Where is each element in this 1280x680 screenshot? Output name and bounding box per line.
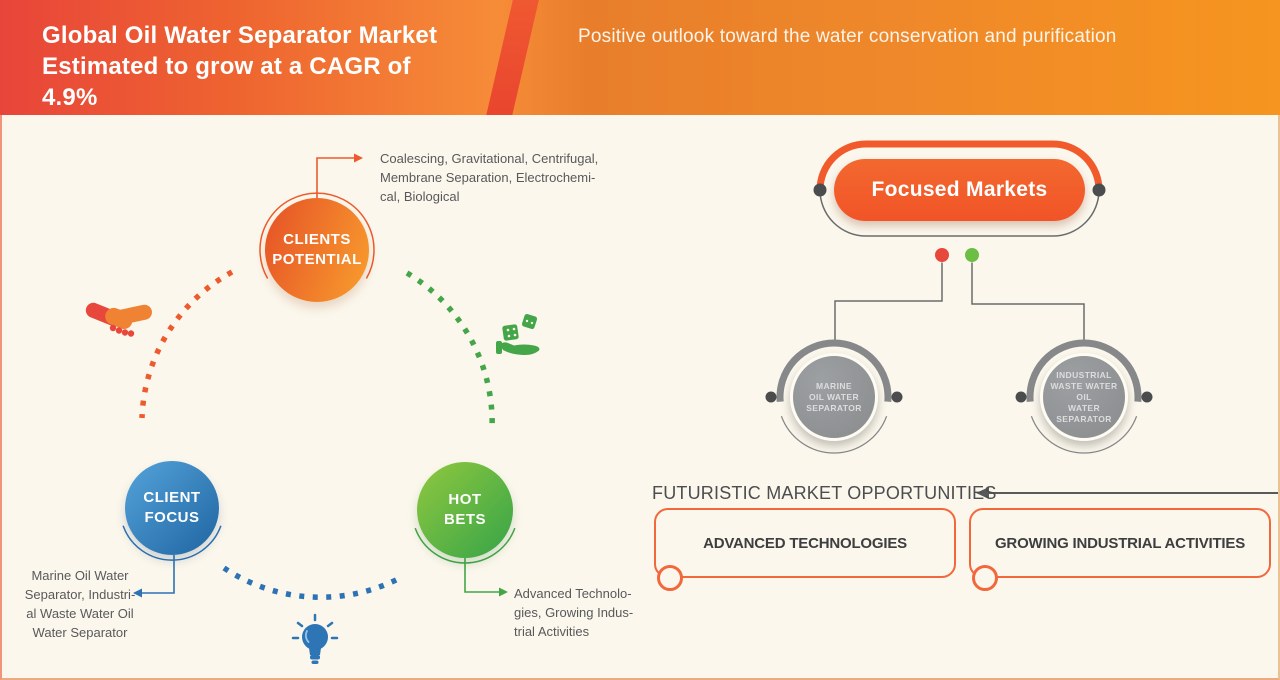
lightbulb-icon xyxy=(291,613,339,664)
clients-connector-line xyxy=(316,157,354,198)
market-node-industrial: INDUSTRIAL WASTE WATER OIL WATER SEPARAT… xyxy=(1040,353,1128,441)
industrial-node-top-arc xyxy=(1026,339,1142,402)
market-node-marine: MARINE OIL WATER SEPARATOR xyxy=(790,353,878,441)
focus-connector-arrowhead xyxy=(133,588,142,598)
industrial-node-bottom-arc xyxy=(1030,415,1138,454)
diagram-underlay xyxy=(85,140,1278,664)
opportunity-box-2-label: GROWING INDUSTRIAL ACTIVITIES xyxy=(994,534,1246,552)
red-dot xyxy=(935,248,949,262)
dotted-arc-orange xyxy=(139,269,234,419)
market-node-industrial-label: INDUSTRIAL WASTE WATER OIL WATER SEPARAT… xyxy=(1050,369,1118,424)
dotted-arc-blue xyxy=(222,565,402,600)
client-focus-annotation: Marine Oil Water Separator, Industri- al… xyxy=(24,568,136,640)
opportunity-box-1-label: ADVANCED TECHNOLOGIES xyxy=(703,534,907,552)
hot-connector-arrowhead xyxy=(499,587,508,597)
market-node-marine-label: MARINE OIL WATER SEPARATOR xyxy=(806,380,862,413)
tree-connector-left xyxy=(834,262,943,342)
clients-potential-label: CLIENTS POTENTIAL xyxy=(272,231,362,268)
handshake-icon xyxy=(85,302,152,337)
client-focus-bubble: CLIENT FOCUS xyxy=(125,461,219,555)
banner-title: Global Oil Water Separator Market Estima… xyxy=(42,22,438,111)
focus-bubble-outline-arc xyxy=(122,525,222,561)
clients-potential-bubble: CLIENTS POTENTIAL xyxy=(265,198,369,302)
dice-hand-icon xyxy=(496,313,540,356)
opportunities-arrowhead xyxy=(976,487,989,499)
opportunity-box-1-ring xyxy=(657,565,683,591)
ring-left-dot xyxy=(813,183,827,197)
header-banner: Global Oil Water Separator Market Estima… xyxy=(0,0,1280,115)
hot-bets-annotation: Advanced Technolo- gies, Growing Indus- … xyxy=(514,586,634,639)
opportunity-box-2-ring xyxy=(972,565,998,591)
industrial-node-right-dot xyxy=(1141,391,1153,403)
marine-node-top-arc xyxy=(776,339,892,402)
industrial-node-left-dot xyxy=(1015,391,1027,403)
hot-bets-label: HOT BETS xyxy=(443,491,486,528)
dotted-arc-green xyxy=(405,270,495,431)
focused-markets-title: Focused Markets xyxy=(871,178,1048,201)
marine-node-right-dot xyxy=(891,391,903,403)
focus-connector-line xyxy=(142,555,175,594)
focused-markets-ring-top-arc xyxy=(816,140,1103,191)
marine-node-left-dot xyxy=(765,391,777,403)
opportunity-box-advanced-technologies: ADVANCED TECHNOLOGIES xyxy=(654,508,956,578)
clients-potential-annotation: Coalescing, Gravitational, Centrifugal, … xyxy=(380,151,599,204)
client-focus-label: CLIENT FOCUS xyxy=(143,489,201,526)
clients-connector-arrowhead xyxy=(354,153,363,163)
tree-connector-right xyxy=(971,262,1085,342)
opportunities-heading: FUTURISTIC MARKET OPPORTUNITIES xyxy=(652,483,997,503)
content-area: CLIENTS POTENTIAL CLIENT FOCUS HOT BETS … xyxy=(0,115,1280,680)
focused-markets-ring-bottom-arc xyxy=(819,189,1100,237)
ring-right-dot xyxy=(1092,183,1106,197)
banner-subtitle: Positive outlook toward the water conser… xyxy=(578,26,1117,47)
hot-connector-line xyxy=(464,558,499,593)
opportunity-box-growing-industrial-activities: GROWING INDUSTRIAL ACTIVITIES xyxy=(969,508,1271,578)
hot-bets-bubble: HOT BETS xyxy=(417,462,513,558)
marine-node-bottom-arc xyxy=(780,415,888,454)
green-dot xyxy=(965,248,979,262)
focused-markets-pill: Focused Markets xyxy=(834,159,1085,221)
